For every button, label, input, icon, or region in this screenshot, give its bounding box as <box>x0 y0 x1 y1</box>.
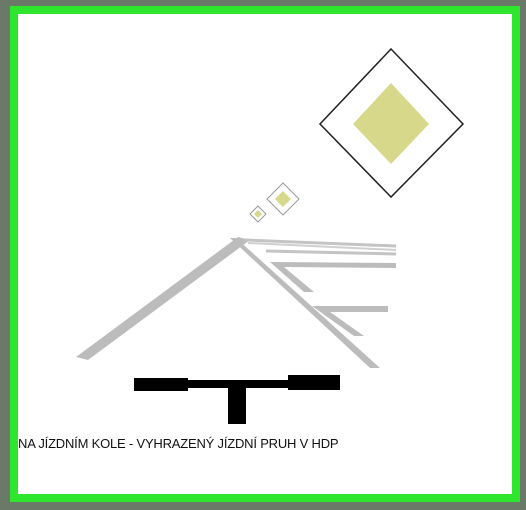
caption-text: NA JÍZDNÍM KOLE - VYHRAZENÝ JÍZDNÍ PRUH … <box>18 436 504 451</box>
illustration-panel <box>10 6 520 502</box>
road-markings <box>76 237 396 368</box>
priority-road-sign-icon <box>320 49 463 197</box>
bicycle-handlebar-icon <box>134 375 340 424</box>
distant-priority-road-sign-icon <box>250 183 299 222</box>
road-scene <box>18 14 512 494</box>
